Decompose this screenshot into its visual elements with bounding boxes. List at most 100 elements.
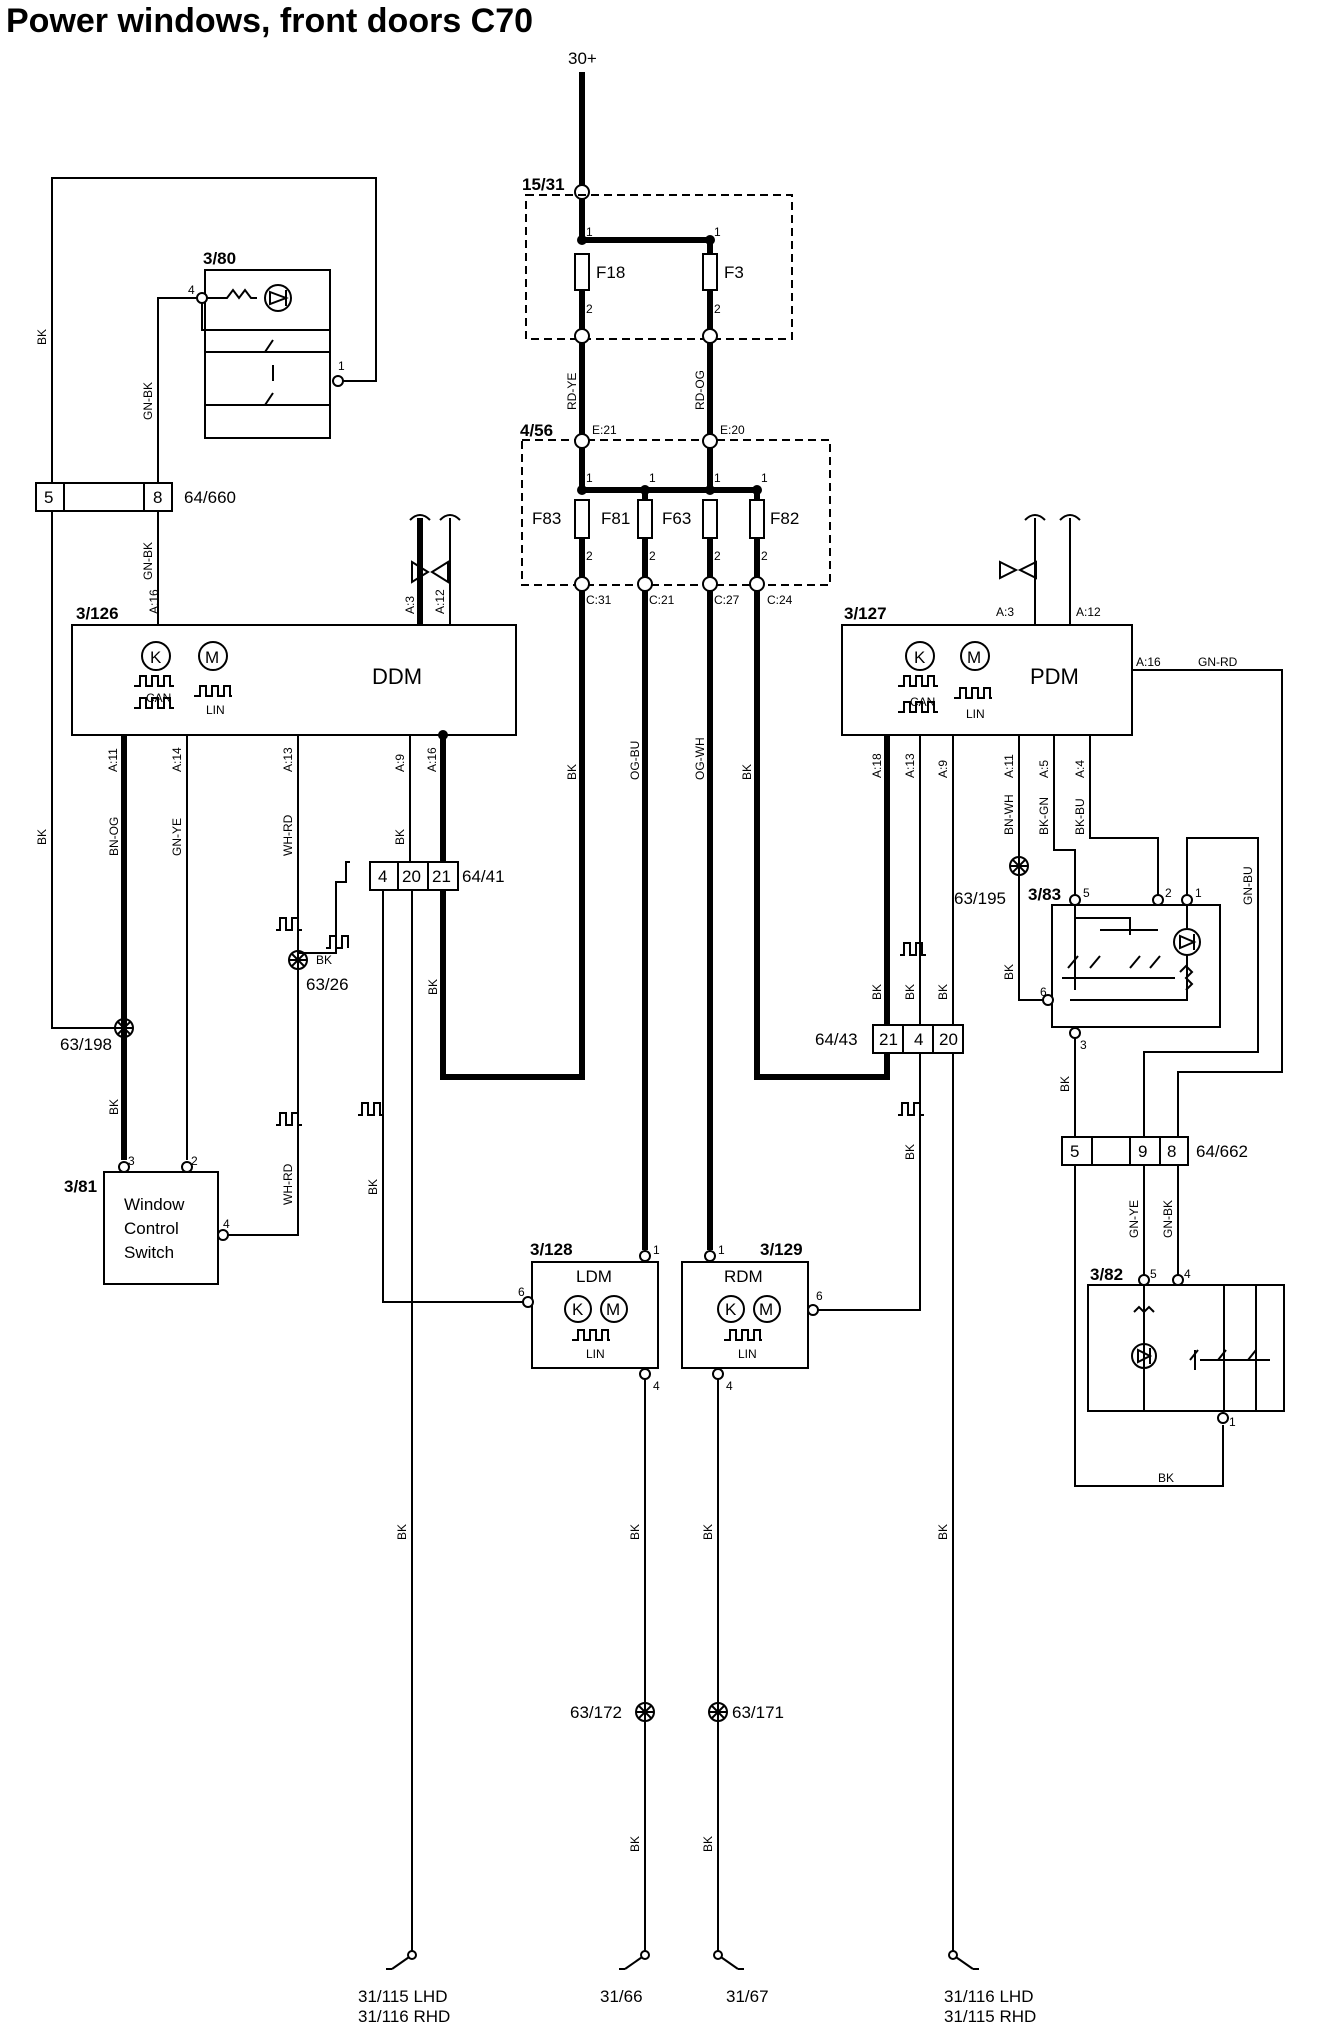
pin-label: 2 [586, 302, 593, 316]
switch-3-81 [103, 1171, 219, 1285]
switch-3-83 [1051, 904, 1221, 1028]
signal-wave-icon [572, 1329, 610, 1341]
wire-bk-stub [298, 861, 350, 954]
wire-bk-gn [1053, 735, 1076, 900]
fuse-label: F81 [601, 509, 630, 528]
terminal [1042, 994, 1054, 1006]
terminal [574, 328, 590, 344]
connector-pin: 5 [1070, 1142, 1079, 1161]
wire-color-label: GN-BK [141, 542, 155, 580]
diagram-title: Power windows, front doors C70 [6, 2, 533, 40]
pin-label: 4 [223, 1217, 230, 1231]
icon-glyph: K [150, 648, 162, 667]
pin-label: 1 [586, 225, 593, 239]
pin-label: A:9 [936, 760, 950, 778]
pin-label: 6 [816, 1289, 823, 1303]
pin-label: A:3 [403, 596, 417, 614]
terminal [1181, 894, 1193, 906]
ground-label: 31/66 [600, 1987, 643, 2006]
junction [577, 235, 587, 245]
pin-label: 1 [718, 1243, 725, 1257]
wire-gn-rd [1132, 669, 1283, 1137]
signal-wave-icon [898, 1102, 924, 1116]
terminal [948, 1950, 958, 1960]
connector-64-43 [872, 1024, 964, 1054]
module-ldm [531, 1261, 659, 1369]
wire-color-label: BK [740, 764, 754, 780]
connector-pin: 8 [153, 488, 162, 507]
wire-color-label: BK-BU [1073, 798, 1087, 835]
lamp-icon [1131, 1343, 1157, 1369]
connector-pin: 4 [914, 1030, 923, 1049]
pin-label: 2 [649, 549, 656, 563]
motor-bowtie-icon [411, 560, 449, 584]
pin-label: C:31 [586, 593, 612, 607]
connector-id: 64/41 [462, 867, 505, 886]
fuse-f82 [749, 499, 765, 539]
fuse-box-15-31 [525, 194, 793, 340]
ground-label: 31/116 LHD [944, 1987, 1033, 2006]
wire-color-label: BK [1158, 1471, 1174, 1485]
motor-icon [960, 641, 990, 671]
icon-glyph: K [914, 648, 926, 667]
wire-gn-bk [157, 297, 197, 483]
wire-color-label: GN-BK [141, 382, 155, 420]
wire-color-label: BK [628, 1836, 642, 1852]
icon-glyph: M [606, 1300, 620, 1319]
ground-label: 31/115 RHD [944, 2007, 1036, 2026]
wire-break-icon [1059, 514, 1081, 521]
fuse-box-4-56 [521, 439, 831, 586]
module-id: 3/127 [844, 604, 887, 623]
wire-break-icon [409, 514, 431, 521]
wire-color-label: OG-BU [628, 741, 642, 780]
internal-wire [1194, 1350, 1270, 1370]
module-name: DDM [372, 664, 422, 689]
module-name: PDM [1030, 664, 1079, 689]
wire-color-label: BK [395, 1524, 409, 1540]
terminal [702, 576, 718, 592]
pin-label: 2 [714, 302, 721, 316]
terminal [639, 1368, 651, 1380]
pin-label: 1 [714, 225, 721, 239]
fuse-label: F63 [662, 509, 691, 528]
wire-to-rdm-6 [813, 1053, 921, 1311]
terminal [1069, 894, 1081, 906]
terminal [807, 1304, 819, 1316]
wire-color-label: BK [628, 1524, 642, 1540]
icon-glyph: K [725, 1300, 737, 1319]
wire-gn-bu [1143, 837, 1259, 1137]
pin-label: 2 [191, 1154, 198, 1168]
connector-id: 64/660 [184, 488, 236, 507]
module-name: RDM [724, 1267, 763, 1286]
terminal [639, 1250, 651, 1262]
wire-color-label: BK [1058, 1076, 1072, 1092]
module-id: 3/129 [760, 1240, 803, 1259]
can-controller-icon [141, 641, 171, 671]
fuse-label: F82 [770, 509, 799, 528]
pin-label: 2 [761, 549, 768, 563]
supply-label: 30+ [568, 49, 597, 68]
pin-label: E:21 [592, 423, 617, 437]
pin-label: A:5 [1037, 760, 1051, 778]
fuse-label: F3 [724, 263, 744, 282]
junction [577, 485, 587, 495]
terminal [637, 576, 653, 592]
splice-cross [1010, 857, 1028, 875]
can-controller-icon [564, 1295, 592, 1323]
wire-color-label: BK [35, 329, 49, 345]
terminal [640, 1950, 650, 1960]
wire-break-icon [439, 514, 461, 521]
wire-ddm-supply [440, 591, 585, 1080]
switch-name-line: Window [124, 1195, 185, 1214]
terminal [702, 433, 718, 449]
pin-label: 1 [1195, 886, 1202, 900]
switch-3-80 [204, 269, 331, 439]
icon-glyph: M [205, 648, 219, 667]
splice-label: 63/26 [306, 975, 349, 994]
wire-bk-loop [51, 177, 377, 1029]
pin-label: 4 [726, 1379, 733, 1393]
pin-label: 6 [1040, 985, 1047, 999]
wire-color-label: GN-RD [1198, 655, 1238, 669]
switch-id: 3/82 [1090, 1265, 1123, 1284]
switch-name-line: Control [124, 1219, 179, 1238]
